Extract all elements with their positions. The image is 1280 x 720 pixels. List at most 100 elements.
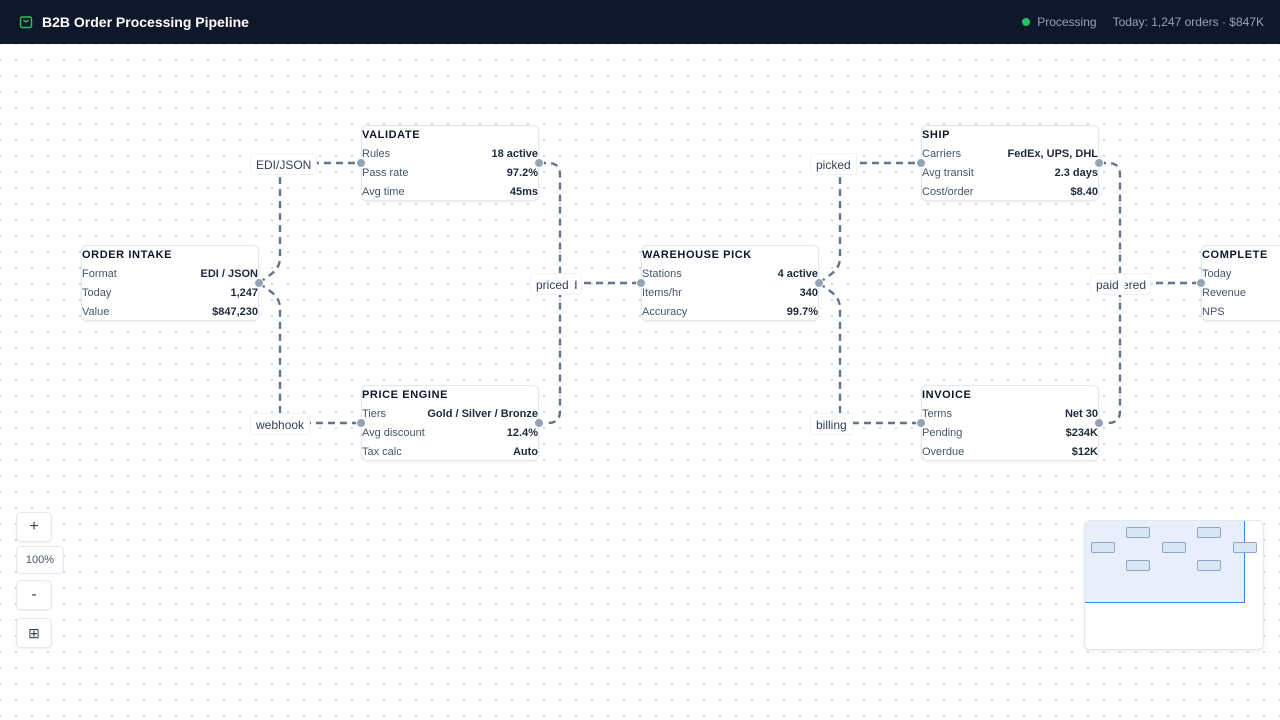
row-value: 12.4% bbox=[506, 426, 538, 439]
daily-stats: Today: 1,247 orders · $847K bbox=[1112, 15, 1264, 29]
status-text: Processing bbox=[1037, 15, 1097, 29]
handle-invoice-out[interactable] bbox=[1094, 418, 1104, 428]
handle-price-in[interactable] bbox=[356, 418, 366, 428]
shopping-bag-icon bbox=[18, 14, 34, 30]
edge-label-priced: priced bbox=[530, 273, 575, 295]
node-row: Pending $234K bbox=[922, 423, 1098, 442]
handle-complete-in[interactable] bbox=[1196, 278, 1206, 288]
edge-label-edi-json: EDI/JSON bbox=[250, 153, 318, 175]
row-value: $8.40 bbox=[1070, 185, 1098, 198]
handle-validate-out[interactable] bbox=[534, 158, 544, 168]
node-title: SHIP bbox=[922, 129, 951, 141]
edge-label-delivered: ered bbox=[1118, 273, 1152, 295]
node-row: Carriers FedEx, UPS, DHL bbox=[922, 144, 1098, 163]
row-value: 4 active bbox=[777, 267, 818, 280]
row-key: Accuracy bbox=[642, 305, 688, 318]
node-row: Today bbox=[1202, 264, 1280, 283]
zoom-in-button[interactable]: + bbox=[16, 512, 52, 542]
node-validate[interactable]: VALIDATE Rules 18 active Pass rate 97.2% A… bbox=[361, 125, 539, 201]
row-value: Gold / Silver / Bronze bbox=[427, 407, 538, 420]
node-invoice[interactable]: INVOICE Terms Net 30 Pending $234K Overdue… bbox=[921, 385, 1099, 461]
zoom-out-button[interactable]: - bbox=[16, 580, 52, 610]
row-key: Format bbox=[82, 267, 117, 280]
handle-warehouse-out[interactable] bbox=[814, 278, 824, 288]
handle-intake-out[interactable] bbox=[254, 278, 264, 288]
row-value: 97.2% bbox=[506, 166, 538, 179]
edge-label-paid: paid bbox=[1090, 273, 1125, 295]
minimap-node bbox=[1126, 560, 1150, 571]
node-title: INVOICE bbox=[922, 389, 972, 401]
minimap[interactable] bbox=[1084, 520, 1264, 650]
row-key: Rules bbox=[362, 147, 391, 160]
node-title: COMPLETE bbox=[1202, 249, 1268, 261]
status-indicator bbox=[1022, 18, 1031, 26]
node-row: Tiers Gold / Silver / Bronze bbox=[362, 404, 538, 423]
row-value: 45ms bbox=[509, 185, 538, 198]
edge-intake-price[interactable] bbox=[258, 282, 361, 425]
row-value: FedEx, UPS, DHL bbox=[1007, 147, 1098, 160]
node-row: Value$847,230 bbox=[82, 302, 258, 321]
node-row: Tax calc Auto bbox=[362, 442, 538, 461]
row-key: Avg discount bbox=[362, 426, 425, 439]
row-value: 340 bbox=[799, 286, 818, 299]
minimap-node bbox=[1197, 560, 1221, 571]
row-key: Pass rate bbox=[362, 166, 409, 179]
row-value: Auto bbox=[512, 445, 538, 458]
handle-invoice-in[interactable] bbox=[916, 418, 926, 428]
node-row: Today 1,247 bbox=[82, 283, 258, 302]
row-value: $234K bbox=[1065, 426, 1098, 439]
minimap-viewport[interactable] bbox=[1085, 521, 1245, 603]
row-value: EDI / JSON bbox=[200, 267, 258, 280]
node-title: WAREHOUSE PICK bbox=[642, 249, 752, 261]
flow-canvas[interactable]: EDI/JSON webhook ed priced picked billin… bbox=[0, 44, 1280, 720]
row-key: Carriers bbox=[922, 147, 962, 160]
node-row: Overdue $12K bbox=[922, 442, 1098, 461]
node-ship[interactable]: SHIP Carriers FedEx, UPS, DHL Avg transit… bbox=[921, 125, 1099, 201]
row-key: NPS bbox=[1202, 305, 1225, 318]
row-value: 99.7% bbox=[786, 305, 818, 318]
handle-price-out[interactable] bbox=[534, 418, 544, 428]
node-row: Accuracy 99.7% bbox=[642, 302, 818, 321]
handle-warehouse-in[interactable] bbox=[636, 278, 646, 288]
minimap-node bbox=[1091, 542, 1115, 553]
node-row: Rules 18 active bbox=[362, 144, 538, 163]
edge-warehouse-ship[interactable] bbox=[818, 161, 921, 284]
row-key: Tax calc bbox=[362, 445, 402, 458]
row-key: Today bbox=[1202, 267, 1232, 280]
edge-label-webhook: webhook bbox=[250, 413, 311, 435]
row-key: Pending bbox=[922, 426, 963, 439]
minimap-node bbox=[1126, 527, 1150, 538]
row-value: $12K bbox=[1071, 445, 1098, 458]
node-row: Terms Net 30 bbox=[922, 404, 1098, 423]
handle-ship-in[interactable] bbox=[916, 158, 926, 168]
top-bar: B2B Order Processing Pipeline Processing… bbox=[0, 0, 1280, 44]
row-value: 18 active bbox=[491, 147, 538, 160]
row-value: Net 30 bbox=[1064, 407, 1098, 420]
handle-ship-out[interactable] bbox=[1094, 158, 1104, 168]
fit-view-button[interactable]: ⊞ bbox=[16, 618, 52, 648]
row-key: Cost/order bbox=[922, 185, 974, 198]
minimap-node bbox=[1162, 542, 1186, 553]
row-key: Today bbox=[82, 286, 112, 299]
handle-validate-in[interactable] bbox=[356, 158, 366, 168]
row-key: Items/hr bbox=[642, 286, 682, 299]
row-value: 1,247 bbox=[230, 286, 258, 299]
node-title: VALIDATE bbox=[362, 129, 421, 141]
node-complete[interactable]: COMPLETE Today Revenue NPS bbox=[1201, 245, 1280, 321]
row-key: Terms bbox=[922, 407, 952, 420]
edge-warehouse-invoice[interactable] bbox=[818, 282, 921, 425]
node-row: Format EDI / JSON bbox=[82, 264, 258, 283]
row-key: Overdue bbox=[922, 445, 965, 458]
status-area: Processing Today: 1,247 orders · $847K bbox=[1022, 15, 1264, 29]
row-key: Avg transit bbox=[922, 166, 974, 179]
row-key: Tiers bbox=[362, 407, 387, 420]
node-row: Pass rate 97.2% bbox=[362, 163, 538, 182]
edge-intake-validate[interactable] bbox=[258, 161, 361, 284]
minimap-node bbox=[1233, 542, 1257, 553]
node-row: Avg discount 12.4% bbox=[362, 423, 538, 442]
